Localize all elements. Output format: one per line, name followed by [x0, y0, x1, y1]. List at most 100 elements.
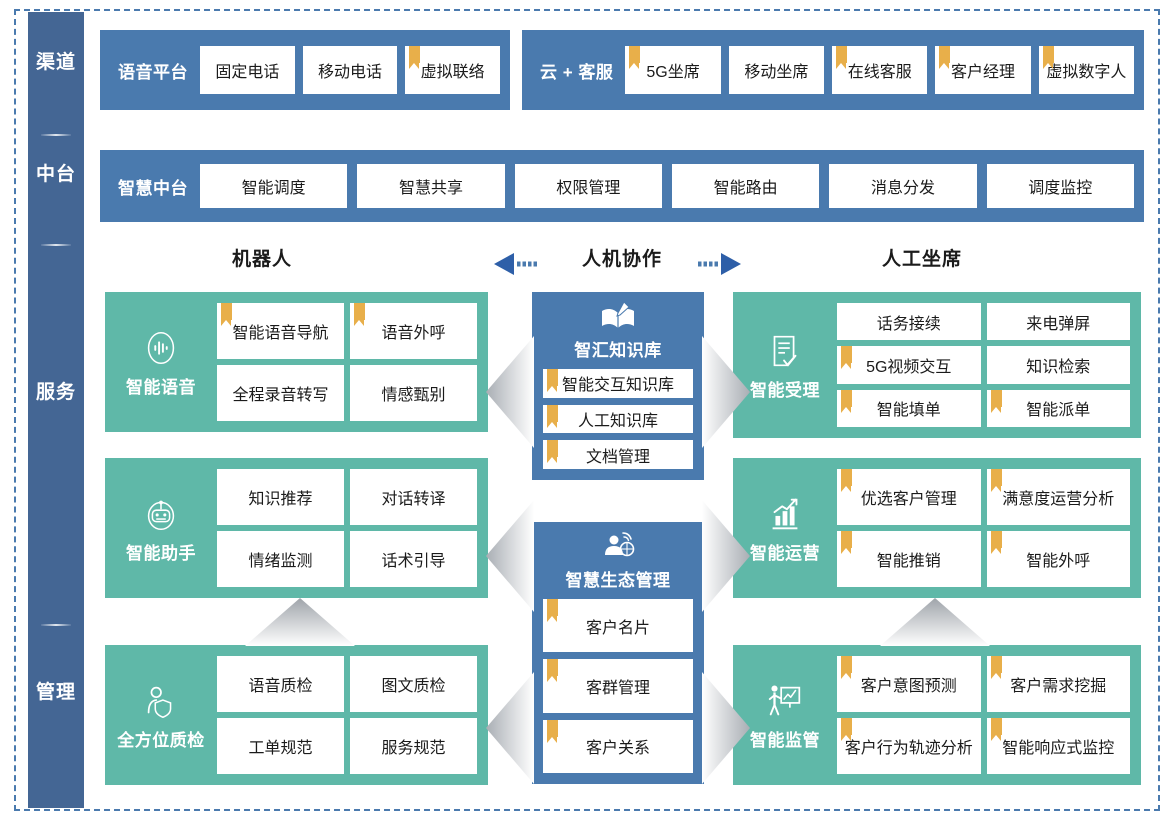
cell-label: 虚拟联络 — [420, 64, 485, 81]
ribbon-marker-icon — [547, 369, 558, 392]
center-column-ecosystem-management-head: 智慧生态管理 — [543, 530, 693, 591]
service-cell-emotion-monitoring[interactable]: 情绪监测 — [217, 531, 344, 587]
service-cell-customer-demand-mining[interactable]: 客户需求挖掘 — [986, 656, 1130, 712]
panel-grid-full-quality-inspection: 语音质检 图文质检 工单规范 服务规范 — [217, 656, 477, 774]
channel-cell-mobile-phone[interactable]: 移动电话 — [302, 46, 398, 94]
chevron-left-icon-assistant — [486, 500, 534, 612]
channel-group-voice-platform-cells: 固定电话 移动电话 虚拟联络 — [200, 46, 501, 94]
chevron-right-icon-acceptance — [702, 336, 750, 448]
service-panel-intelligent-supervision: 智能监管 客户意图预测 客户需求挖掘 客户行为轨迹分析 智能响应式监控 — [733, 645, 1141, 785]
service-cell-voice-quality-inspection[interactable]: 语音质检 — [217, 656, 344, 712]
platform-band: 智慧中台 智能调度 智慧共享 权限管理 智能路由 消息分发 调度监控 — [100, 150, 1144, 222]
item-label: 人工知识库 — [577, 413, 658, 430]
service-cell-smart-responsive-monitoring[interactable]: 智能响应式监控 — [986, 718, 1130, 774]
ribbon-marker-icon — [547, 599, 558, 622]
voice-wave-icon — [147, 331, 175, 364]
channel-cell-virtual-contact[interactable]: 虚拟联络 — [405, 46, 501, 94]
service-cell-voice-outbound[interactable]: 语音外呼 — [350, 303, 477, 359]
center-item-customer-card[interactable]: 客户名片 — [543, 599, 693, 653]
ribbon-marker-icon — [990, 531, 1002, 554]
rail-item-service[interactable]: 服务 — [35, 382, 76, 403]
service-cell-call-continuation[interactable]: 话务接续 — [837, 303, 981, 341]
service-cell-emotion-discrimination[interactable]: 情感甄别 — [350, 365, 477, 421]
cell-label: 话术引导 — [381, 553, 446, 570]
channel-group-cloud-service-cells: 5G坐席 移动坐席 在线客服 客户经理 虚拟数字人 — [625, 46, 1135, 94]
channel-cell-account-manager[interactable]: 客户经理 — [935, 46, 1031, 94]
item-label: 客户关系 — [585, 740, 650, 758]
service-cell-smart-marketing[interactable]: 智能推销 — [837, 531, 981, 587]
rail-item-manage[interactable]: 管理 — [35, 682, 76, 703]
cell-label: 客户需求挖掘 — [1010, 678, 1107, 695]
cell-label: 情绪监测 — [248, 553, 313, 570]
center-item-customer-relationship[interactable]: 客户关系 — [543, 719, 693, 773]
service-cell-knowledge-recommendation[interactable]: 知识推荐 — [217, 469, 344, 525]
platform-cell-smart-sharing[interactable]: 智慧共享 — [357, 164, 505, 208]
service-cell-smart-ticket-dispatch[interactable]: 智能派单 — [986, 389, 1130, 427]
service-cell-knowledge-retrieval[interactable]: 知识检索 — [986, 346, 1130, 384]
center-column-knowledge-base-head: 智汇知识库 — [543, 300, 693, 361]
center-item-document-management[interactable]: 文档管理 — [543, 440, 693, 470]
arrow-right-icon — [698, 253, 741, 275]
rail-item-channel[interactable]: 渠道 — [35, 52, 76, 73]
service-cell-incoming-call-popup[interactable]: 来电弹屏 — [986, 303, 1130, 341]
chevron-up-icon-right — [880, 598, 990, 646]
column-header-human-seat: 人工坐席 — [882, 249, 963, 270]
item-label: 智能交互知识库 — [561, 377, 674, 395]
column-header-robot: 机器人 — [232, 249, 293, 270]
panel-grid-intelligent-acceptance: 话务接续 来电弹屏 5G视频交互 知识检索 智能填单 智能派单 — [837, 303, 1130, 427]
cell-label: 5G视频交互 — [866, 358, 952, 376]
service-cell-smart-voice-navigation[interactable]: 智能语音导航 — [217, 303, 344, 359]
panel-identity-intelligent-acceptance: 智能受理 — [733, 330, 837, 401]
ribbon-marker-icon — [547, 404, 558, 428]
platform-cell-message-distribution[interactable]: 消息分发 — [829, 164, 977, 208]
ribbon-marker-icon — [939, 46, 951, 69]
service-cell-service-standard[interactable]: 服务规范 — [350, 718, 477, 774]
person-shield-icon — [147, 686, 172, 718]
platform-cell-smart-dispatch[interactable]: 智能调度 — [200, 164, 348, 208]
platform-cell-permission-management[interactable]: 权限管理 — [514, 164, 662, 208]
service-cell-smart-outbound-call[interactable]: 智能外呼 — [986, 531, 1130, 587]
channel-cell-5g-seat[interactable]: 5G坐席 — [625, 46, 721, 94]
ribbon-marker-icon — [221, 303, 232, 326]
channel-cell-online-service[interactable]: 在线客服 — [832, 46, 928, 94]
service-cell-full-recording-transcription[interactable]: 全程录音转写 — [217, 365, 344, 421]
channel-cell-fixed-phone[interactable]: 固定电话 — [200, 46, 295, 94]
ribbon-marker-icon — [841, 346, 852, 370]
center-item-interactive-knowledge-base[interactable]: 智能交互知识库 — [543, 369, 693, 398]
rail-divider-3 — [41, 624, 71, 626]
channel-cell-virtual-human[interactable]: 虚拟数字人 — [1038, 46, 1135, 94]
cell-label: 服务规范 — [381, 740, 446, 757]
center-item-manual-knowledge-base[interactable]: 人工知识库 — [543, 404, 693, 434]
service-cell-customer-intent-prediction[interactable]: 客户意图预测 — [837, 656, 981, 712]
center-column-title: 智汇知识库 — [574, 341, 662, 360]
service-cell-ticket-standard[interactable]: 工单规范 — [217, 718, 344, 774]
item-label: 客群管理 — [585, 679, 650, 697]
cell-label: 智能调度 — [241, 180, 306, 197]
cell-label: 智慧共享 — [398, 180, 463, 197]
ribbon-marker-icon — [547, 659, 558, 683]
service-cell-preferred-customer-management[interactable]: 优选客户管理 — [837, 469, 981, 525]
service-panel-intelligent-acceptance: 智能受理 话务接续 来电弹屏 5G视频交互 知识检索 智能填单 智能派单 — [733, 292, 1141, 438]
rail-item-platform[interactable]: 中台 — [35, 164, 76, 185]
center-item-customer-group-management[interactable]: 客群管理 — [543, 659, 693, 713]
service-cell-satisfaction-operation-analysis[interactable]: 满意度运营分析 — [986, 469, 1130, 525]
channel-cell-mobile-seat[interactable]: 移动坐席 — [728, 46, 825, 94]
bar-chart-trend-icon — [772, 498, 798, 529]
service-cell-5g-video-interaction[interactable]: 5G视频交互 — [837, 346, 981, 384]
ribbon-marker-icon — [836, 46, 848, 69]
panel-grid-intelligent-voice: 智能语音导航 语音外呼 全程录音转写 情感甄别 — [217, 303, 477, 421]
ribbon-marker-icon — [990, 718, 1002, 741]
service-cell-customer-behavior-track-analysis[interactable]: 客户行为轨迹分析 — [837, 718, 981, 774]
ribbon-marker-icon — [990, 656, 1002, 679]
ribbon-marker-icon — [841, 469, 852, 492]
service-cell-text-image-quality-inspection[interactable]: 图文质检 — [350, 656, 477, 712]
platform-cell-dispatch-monitoring[interactable]: 调度监控 — [986, 164, 1134, 208]
service-cell-dialogue-translation[interactable]: 对话转译 — [350, 469, 477, 525]
ribbon-marker-icon — [990, 469, 1002, 492]
cell-label: 智能路由 — [713, 180, 778, 197]
platform-cell-smart-routing[interactable]: 智能路由 — [671, 164, 820, 208]
center-column-knowledge-base-items: 智能交互知识库 人工知识库 文档管理 — [543, 369, 693, 470]
service-cell-script-guidance[interactable]: 话术引导 — [350, 531, 477, 587]
service-cell-smart-form-filling[interactable]: 智能填单 — [837, 389, 981, 427]
